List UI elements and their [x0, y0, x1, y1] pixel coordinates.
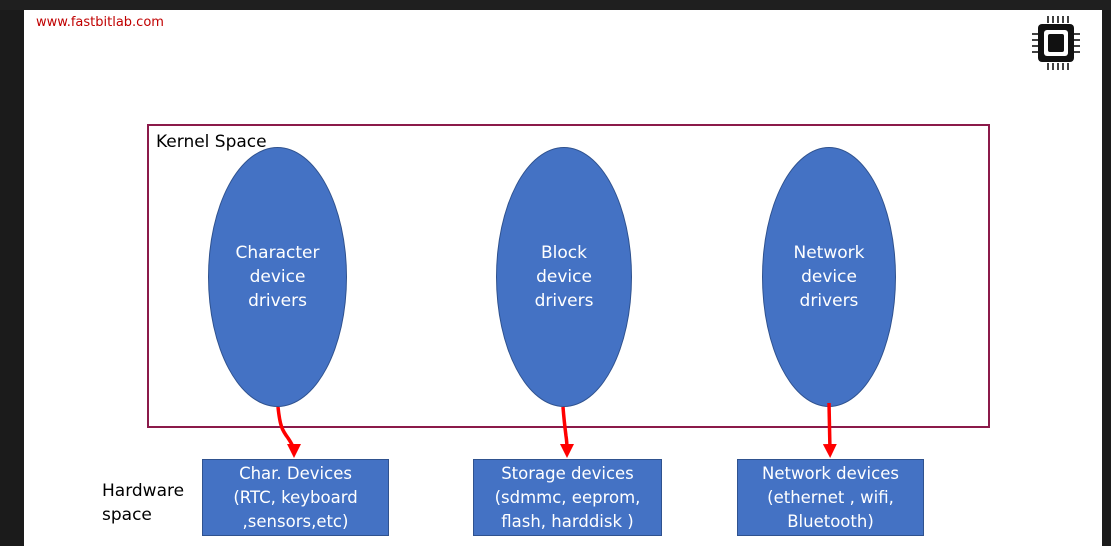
watermark-url: www.fastbitlab.com	[36, 15, 164, 30]
block-driver-label: Block device drivers	[534, 243, 594, 311]
storage-devices-box: Storage devices (sdmmc, eeprom, flash, h…	[473, 459, 662, 536]
network-driver-label: Network device drivers	[793, 243, 865, 311]
character-driver-label: Character device drivers	[235, 243, 320, 311]
network-driver-ellipse: Network device drivers	[762, 147, 896, 407]
chip-icon	[1032, 16, 1080, 70]
connector-arrows	[276, 402, 837, 458]
network-devices-box: Network devices (ethernet , wifi, Blueto…	[737, 459, 924, 536]
storage-devices-label: Storage devices (sdmmc, eeprom, flash, h…	[494, 464, 641, 531]
block-driver-arrow	[559, 406, 574, 458]
slide: www.fastbitlab.com Kernel Space Characte…	[24, 10, 1102, 546]
network-driver-arrow	[822, 402, 837, 458]
network-devices-label: Network devices (ethernet , wifi, Blueto…	[762, 464, 899, 531]
char-devices-label: Char. Devices (RTC, keyboard ,sensors,et…	[233, 464, 358, 531]
hardware-space-label: Hardware space	[102, 481, 185, 525]
block-driver-ellipse: Block device drivers	[496, 147, 632, 407]
top-bar	[0, 0, 1111, 10]
char-driver-arrow	[276, 406, 301, 458]
char-devices-box: Char. Devices (RTC, keyboard ,sensors,et…	[202, 459, 389, 536]
kernel-space-label: Kernel Space	[156, 132, 267, 152]
character-driver-ellipse: Character device drivers	[208, 147, 347, 407]
kernel-space-box	[147, 124, 990, 428]
